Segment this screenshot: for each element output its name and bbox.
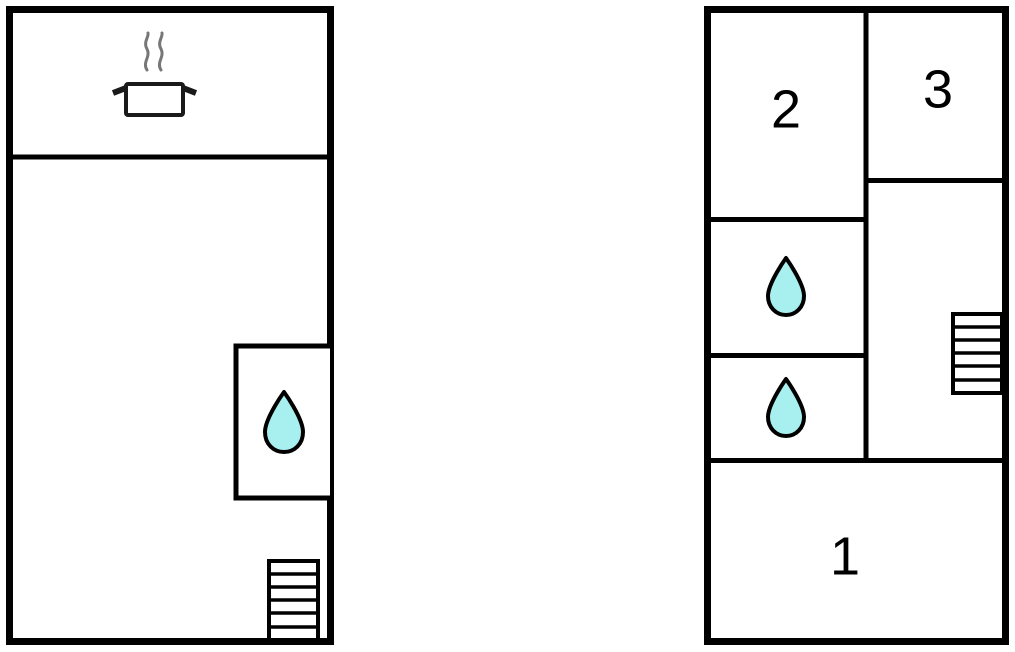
pot-handle-left xyxy=(111,85,128,96)
stairs-icon xyxy=(951,312,1004,395)
pot-handle-right xyxy=(181,85,198,96)
water-droplet-icon xyxy=(766,377,806,438)
bedroom-2[interactable] xyxy=(707,9,866,219)
steam-line-left xyxy=(143,31,150,72)
water-droplet-icon xyxy=(766,256,806,317)
ground-floor-plan xyxy=(6,6,334,645)
upper-floor-plan: 2 3 1 xyxy=(704,6,1009,645)
droplet-shape xyxy=(766,377,806,438)
pot-body xyxy=(124,82,185,117)
room-label-2: 2 xyxy=(771,79,801,139)
upper-floor-outer-wall xyxy=(704,6,1009,645)
bedroom-1[interactable] xyxy=(707,462,1006,642)
droplet-shape xyxy=(263,390,305,454)
bedroom-3[interactable] xyxy=(868,9,1006,180)
cooking-pot-icon xyxy=(111,31,198,117)
steam-line-right xyxy=(157,31,164,72)
room-label-1: 1 xyxy=(830,526,860,586)
water-droplet-icon xyxy=(263,390,305,454)
bathroom-wall xyxy=(233,343,331,501)
droplet-shape xyxy=(766,256,806,317)
room-label-3: 3 xyxy=(923,59,953,119)
ground-floor-outer-wall xyxy=(6,6,334,645)
stairs-icon xyxy=(267,559,320,642)
